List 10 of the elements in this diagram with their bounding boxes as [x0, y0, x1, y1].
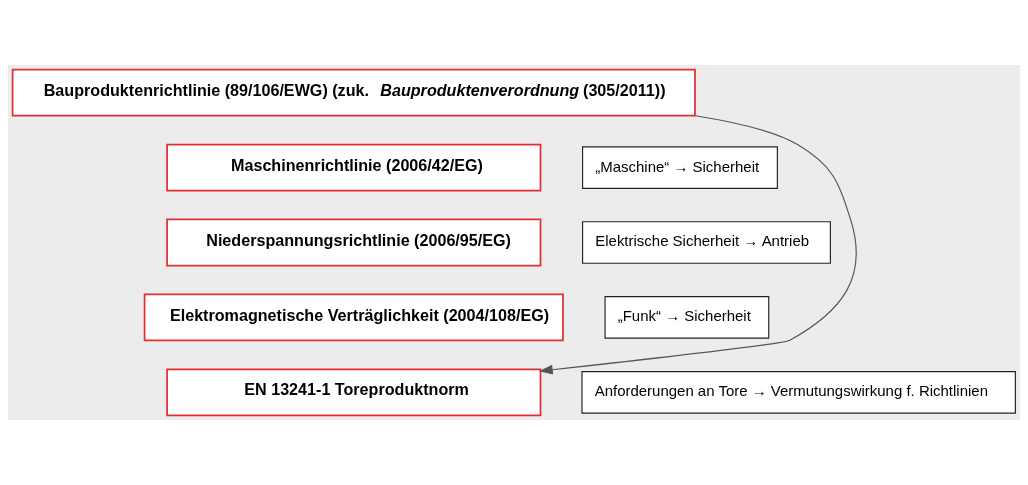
- node-box: Niederspannungsrichtlinie (2006/95/EG): [166, 218, 542, 267]
- node-box: EN 13241-1 Toreproduktnorm: [166, 368, 542, 417]
- node-box: Maschinenrichtlinie (2006/42/EG): [166, 143, 542, 192]
- node-box: Elektrische Sicherheit → Antrieb: [582, 221, 831, 264]
- arrow: [538, 115, 857, 375]
- node-box: Bauproduktenrichtlinie (89/106/EWG) (zuk. Bauproduktenverordnung (305/2011)): [11, 68, 696, 117]
- node-box: „Maschine“ → Sicherheit: [582, 146, 778, 189]
- node-box: Anforderungen an Tore → Vermutungswirkung f. Richtlinien: [581, 371, 1016, 414]
- node-box: „Funk“ → Sicherheit: [604, 296, 770, 339]
- node-box: Elektromagnetische Verträglichkeit (2004/108/EG): [143, 293, 564, 342]
